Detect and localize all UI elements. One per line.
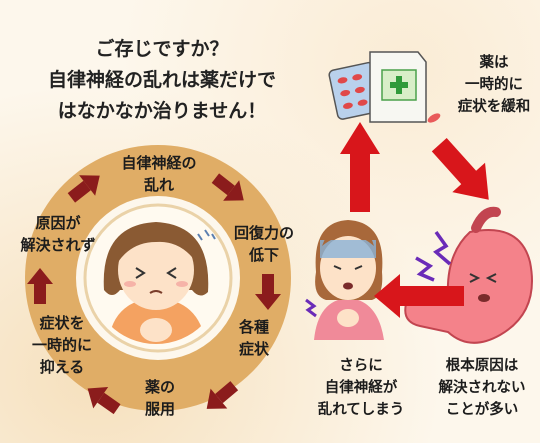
closed-eye-right bbox=[166, 267, 177, 279]
cycle-step-6-line-2: 解決されず bbox=[20, 236, 96, 254]
sick-mouth bbox=[343, 282, 353, 290]
cycle-step-medication: 薬の 服用 bbox=[130, 376, 190, 420]
sick-person-illustration bbox=[305, 220, 384, 340]
cycle-step-3-line-1: 各種 bbox=[238, 318, 269, 336]
esophagus-shape bbox=[471, 206, 501, 233]
cycle-step-1-line-1: 自律神経の bbox=[121, 154, 197, 172]
pain-zigzag-icon-2 bbox=[415, 256, 435, 282]
stomach-mouth bbox=[478, 294, 490, 302]
cycle-step-1-line-2: 乱れ bbox=[143, 176, 174, 194]
cycle-step-recovery-decline: 回復力の 低下 bbox=[222, 222, 306, 266]
worried-woman-illustration bbox=[103, 222, 209, 344]
cycle-arrow-1 bbox=[211, 173, 244, 201]
sick-pain-icon bbox=[305, 298, 317, 318]
cycle-step-5-line-2: 一時的に bbox=[31, 336, 92, 354]
arrow-up-to-medicine bbox=[340, 122, 380, 212]
capsule-icon bbox=[427, 113, 441, 123]
clasped-hands-shape bbox=[140, 318, 172, 342]
cycle-arrow-6 bbox=[67, 175, 100, 203]
root-cause-label: 根本原因は 解決されない ことが多い bbox=[428, 355, 536, 421]
cycle-arrow-3 bbox=[206, 381, 239, 409]
cycle-arrow-5 bbox=[27, 268, 53, 304]
stomach-illustration bbox=[404, 206, 533, 344]
cycle-step-autonomic-imbalance: 自律神経の 乱れ bbox=[117, 152, 201, 196]
medicine-illustration bbox=[328, 51, 441, 123]
sick-hair-front bbox=[322, 224, 374, 246]
headline: ご存じですか？ 自律神経の乱れは薬だけで はなかなか治りません！ bbox=[12, 34, 312, 127]
root-cause-line-3: ことが多い bbox=[445, 402, 519, 418]
headline-line-1: ご存じですか？ bbox=[95, 38, 229, 60]
sick-eye-right bbox=[354, 265, 363, 270]
medicine-label-line-3: 症状を緩和 bbox=[457, 99, 531, 115]
cycle-step-5-line-1: 症状を bbox=[39, 314, 85, 332]
root-cause-line-1: 根本原因は bbox=[445, 358, 519, 374]
arrow-stomach-to-person bbox=[374, 274, 464, 318]
sick-eye-left bbox=[333, 265, 342, 270]
cycle-step-4-line-2: 服用 bbox=[144, 400, 175, 418]
face-shape bbox=[118, 230, 194, 310]
closed-eye-left bbox=[135, 267, 146, 279]
worsening-line-3: 乱れてしまう bbox=[317, 402, 405, 418]
blush-right bbox=[176, 281, 188, 287]
sick-hand-shape bbox=[337, 309, 359, 327]
cycle-step-3-line-2: 症状 bbox=[238, 340, 269, 358]
cycle-arrow-2 bbox=[255, 274, 281, 310]
cycle-step-5-line-3: 抑える bbox=[39, 358, 85, 376]
stomach-eye-right bbox=[485, 273, 497, 283]
cycle-arrows bbox=[27, 173, 281, 415]
hair-front-shape bbox=[118, 228, 196, 262]
flow-arrows bbox=[340, 122, 489, 318]
pills-icon bbox=[337, 74, 368, 109]
worry-lines-icon bbox=[197, 229, 216, 241]
medicine-label-line-1: 薬は bbox=[479, 55, 509, 71]
cycle-step-2-line-1: 回復力の bbox=[233, 224, 294, 242]
green-cross-icon bbox=[390, 76, 408, 94]
pain-zigzag-icon bbox=[433, 230, 452, 266]
medicine-relief-label: 薬は 一時的に 症状を緩和 bbox=[448, 52, 540, 118]
medicine-label-line-2: 一時的に bbox=[465, 77, 523, 93]
headline-line-2: 自律神経の乱れは薬だけで bbox=[47, 69, 276, 91]
worsening-line-2: 自律神経が bbox=[324, 380, 398, 396]
cycle-step-4-line-1: 薬の bbox=[144, 378, 175, 396]
sick-shade-band bbox=[320, 240, 376, 258]
arrow-medicine-to-stomach bbox=[431, 138, 489, 200]
worsening-label: さらに 自律神経が 乱れてしまう bbox=[306, 355, 416, 421]
root-cause-line-2: 解決されない bbox=[438, 380, 526, 396]
cycle-step-2-line-2: 低下 bbox=[248, 246, 279, 264]
cycle-step-temporary-relief: 症状を 一時的に 抑える bbox=[22, 312, 102, 378]
headline-line-3: はなかなか治りません！ bbox=[57, 100, 267, 122]
cycle-step-6-line-1: 原因が bbox=[35, 214, 81, 232]
cycle-step-symptoms: 各種 症状 bbox=[224, 316, 284, 360]
stomach-eye-left bbox=[469, 273, 481, 283]
cycle-step-cause-unresolved: 原因が 解決されず bbox=[10, 212, 106, 256]
blush-left bbox=[124, 281, 136, 287]
cycle-arrow-4 bbox=[87, 387, 121, 415]
mouth-shape bbox=[149, 290, 163, 294]
worsening-line-1: さらに bbox=[339, 358, 383, 374]
